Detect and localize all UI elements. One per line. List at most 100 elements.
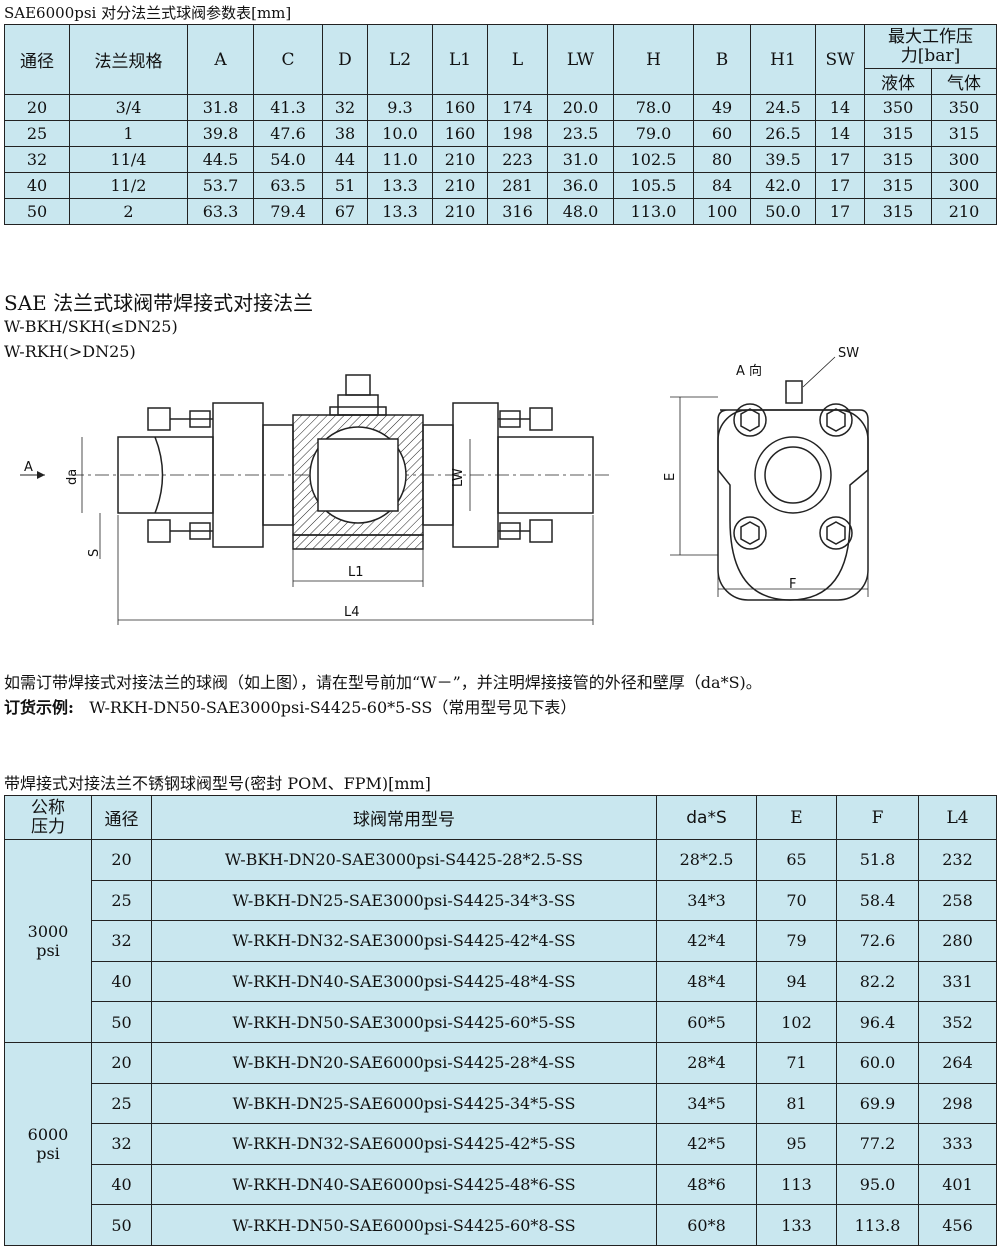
order-example-label: 订货示例: — [4, 698, 74, 717]
table-cell: 40 — [91, 1163, 152, 1206]
table-cell: W-RKH-DN40-SAE6000psi-S4425-48*6-SS — [151, 1163, 657, 1206]
table-cell: 69.9 — [836, 1082, 919, 1125]
table-cell: 13.3 — [367, 172, 433, 199]
table-cell: 331 — [918, 960, 997, 1003]
header-l: L — [487, 24, 548, 95]
table-cell: 32 — [322, 94, 368, 121]
table-cell: 14 — [815, 94, 865, 121]
table-cell: 58.4 — [836, 879, 919, 922]
table-cell: 160 — [432, 120, 488, 147]
parameter-table: 通径 法兰规格 A C D L2 L1 L LW H B H1 SW 最大工作压… — [4, 24, 998, 225]
table-cell: 34*3 — [656, 879, 757, 922]
table-cell: 71 — [756, 1041, 837, 1084]
pressure-value: 3000 — [27, 921, 69, 941]
table-cell: W-RKH-DN40-SAE3000psi-S4425-48*4-SS — [151, 960, 657, 1003]
header-max-pressure: 最大工作压力[bar] — [863, 24, 998, 69]
label-lw: LW — [451, 468, 466, 487]
table-cell: 11/4 — [69, 146, 188, 173]
table-cell: 36.0 — [547, 172, 614, 199]
table-cell: W-RKH-DN50-SAE6000psi-S4425-60*8-SS — [151, 1204, 657, 1246]
order-example-code: W-RKH-DN50-SAE3000psi-S4425-60*5-SS（常用型号… — [89, 698, 577, 717]
table-cell: 10.0 — [367, 120, 433, 147]
table-cell: 315 — [864, 198, 932, 225]
header-model: 球阀常用型号 — [151, 795, 657, 840]
table-cell: 50.0 — [750, 198, 816, 225]
table-cell: 11.0 — [367, 146, 433, 173]
table-cell: 160 — [432, 94, 488, 121]
table-cell: 210 — [930, 198, 998, 225]
table-cell: 264 — [918, 1041, 997, 1084]
model-line-bkh: W-BKH/SKH(≤DN25) — [4, 317, 178, 336]
table-cell: 42*4 — [656, 920, 757, 962]
table-cell: 63.5 — [253, 172, 323, 199]
table-cell: 40 — [4, 172, 70, 199]
table-cell: 77.2 — [836, 1123, 919, 1165]
table-cell: 72.6 — [836, 920, 919, 962]
table-cell: 298 — [918, 1082, 997, 1125]
table-cell: 210 — [432, 172, 488, 199]
table-cell: 32 — [91, 1123, 152, 1165]
table-cell: W-RKH-DN50-SAE3000psi-S4425-60*5-SS — [151, 1001, 657, 1043]
table-cell: 3/4 — [69, 94, 188, 121]
table-cell: 24.5 — [750, 94, 816, 121]
table-cell: 25 — [4, 120, 70, 147]
table-cell: 174 — [487, 94, 548, 121]
label-f: F — [789, 577, 796, 592]
header-l4: L4 — [918, 795, 997, 840]
table1-title: SAE6000psi 对分法兰式球阀参数表[mm] — [4, 4, 292, 22]
table-cell: 28*4 — [656, 1041, 757, 1084]
table-cell: 401 — [918, 1163, 997, 1206]
table-cell: 20 — [91, 1041, 152, 1084]
header-c: C — [253, 24, 323, 95]
table-cell: 34*5 — [656, 1082, 757, 1125]
table-cell: 39.8 — [187, 120, 254, 147]
header-l2: L2 — [367, 24, 433, 95]
header-a: A — [187, 24, 254, 95]
table-cell: 100 — [693, 198, 751, 225]
table-cell: 79 — [756, 920, 837, 962]
pressure-value: 6000 — [27, 1124, 69, 1144]
table-cell: 17 — [815, 146, 865, 173]
table-cell: 63.3 — [187, 198, 254, 225]
table-cell: 300 — [930, 172, 998, 199]
table-cell: 316 — [487, 198, 548, 225]
table-cell: 95.0 — [836, 1163, 919, 1206]
table-cell: 315 — [864, 146, 932, 173]
table-cell: 23.5 — [547, 120, 614, 147]
table-cell: 32 — [4, 146, 70, 173]
header-l1: L1 — [432, 24, 488, 95]
table-cell: 79.0 — [613, 120, 694, 147]
end-view — [670, 356, 869, 601]
table-cell: 20 — [91, 839, 152, 881]
header-f: F — [836, 795, 919, 840]
table-cell: W-BKH-DN25-SAE3000psi-S4425-34*3-SS — [151, 879, 657, 922]
table-cell: 94 — [756, 960, 837, 1003]
label-da: da — [65, 469, 80, 485]
section-title: SAE 法兰式球阀带焊接式对接法兰 — [4, 291, 314, 315]
table-cell: 133 — [756, 1204, 837, 1246]
table-cell: 300 — [930, 146, 998, 173]
header-sw: SW — [815, 24, 865, 95]
label-e: E — [663, 473, 678, 481]
table-cell: 280 — [918, 920, 997, 962]
table-cell: 113.8 — [836, 1204, 919, 1246]
table-cell: 80 — [693, 146, 751, 173]
header-bore: 通径 — [4, 24, 70, 95]
table-cell: W-BKH-DN20-SAE6000psi-S4425-28*4-SS — [151, 1041, 657, 1084]
table-cell: 48*6 — [656, 1163, 757, 1206]
table-cell: 60 — [693, 120, 751, 147]
table-cell: 60.0 — [836, 1041, 919, 1084]
table-cell: 210 — [432, 198, 488, 225]
table-cell: W-BKH-DN25-SAE6000psi-S4425-34*5-SS — [151, 1082, 657, 1125]
table-cell: 198 — [487, 120, 548, 147]
pressure-unit: psi — [36, 940, 60, 960]
table-cell: 48.0 — [547, 198, 614, 225]
table-cell: 26.5 — [750, 120, 816, 147]
